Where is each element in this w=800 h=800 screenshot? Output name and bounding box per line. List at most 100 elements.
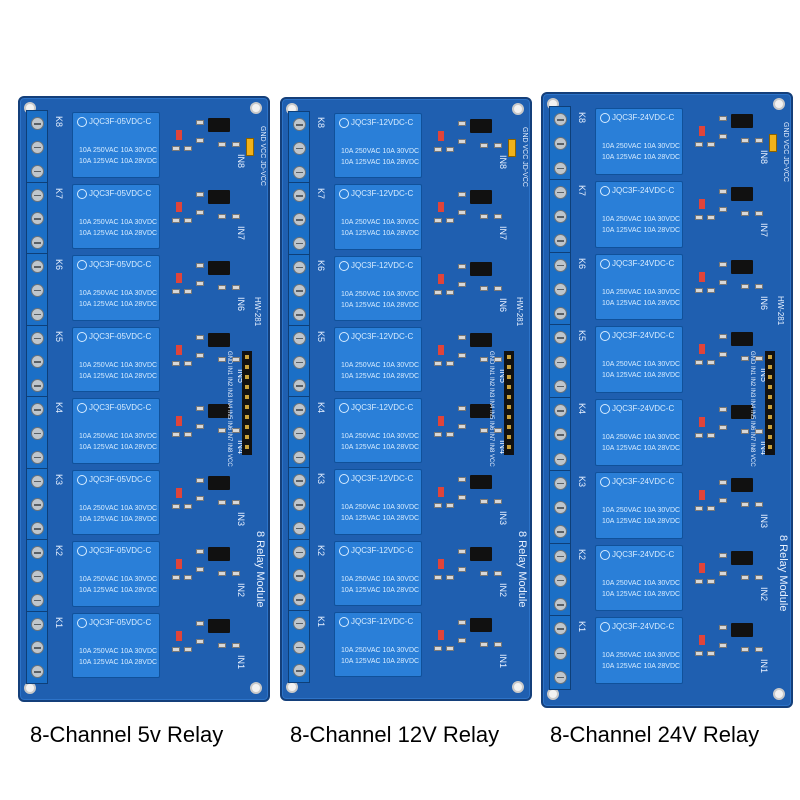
terminal-label: K4 [54, 402, 64, 414]
screw-icon [554, 307, 567, 320]
smd-component [196, 334, 204, 340]
screw-icon [31, 283, 44, 297]
screw-icon [554, 185, 567, 199]
relay-rating: 10A 250VAC 10A 30VDC [341, 219, 420, 227]
screw-icon [31, 140, 44, 154]
status-led [699, 198, 705, 209]
screw-icon [31, 665, 44, 679]
channel-label: IN7 [236, 225, 246, 240]
smd-component [196, 620, 204, 626]
smd-component [458, 210, 466, 216]
jd-vcc-jumper [769, 134, 777, 152]
relay-model: JQC3F-05VDC-C [89, 617, 152, 627]
status-led [699, 417, 705, 427]
smd-component [755, 356, 763, 362]
smd-component [446, 289, 454, 295]
relay-logo-icon [77, 546, 87, 556]
smd-component [218, 356, 226, 362]
relay-logo-icon [600, 258, 610, 269]
terminal-label: K4 [577, 403, 587, 415]
board-code: HW-281 [253, 296, 262, 326]
relay-model: JQC3F-24VDC-C [612, 622, 675, 632]
mounting-hole [773, 98, 785, 110]
smd-component [458, 121, 466, 126]
smd-component [719, 479, 727, 485]
smd-component [196, 477, 204, 483]
screw-icon [293, 141, 306, 155]
mounting-hole [512, 103, 524, 115]
smd-component [232, 642, 240, 648]
pin-header [504, 351, 514, 455]
optocoupler-chip [208, 118, 230, 132]
relay-rating: 10A 250VAC 10A 30VDC [602, 143, 681, 150]
terminal-label: K7 [54, 187, 64, 199]
smd-component [719, 570, 727, 576]
screw-icon [293, 474, 306, 488]
smd-component [232, 571, 240, 576]
screw-icon [293, 640, 306, 654]
relay-rating: 10A 250VAC 10A 30VDC [602, 652, 681, 660]
smd-component [196, 138, 204, 143]
relay-rating: 10A 125VAC 10A 28VDC [341, 515, 420, 523]
screw-icon [31, 379, 44, 393]
smd-component [172, 503, 180, 509]
smd-component [494, 143, 502, 148]
status-led [699, 489, 705, 500]
relay-rating: 10A 250VAC 10A 30VDC [341, 290, 420, 298]
smd-component [755, 574, 763, 580]
module-title: 8 Relay Module [254, 531, 266, 608]
relay-rating: 10A 125VAC 10A 28VDC [79, 229, 158, 237]
relay-logo-icon [77, 260, 87, 270]
smd-component [480, 285, 488, 291]
channel-label: IN3 [498, 511, 508, 526]
relay-model: JQC3F-12VDC-C [351, 260, 414, 270]
jumper-label: GND VCC JD-VCC [259, 126, 266, 186]
relay-logo-icon [339, 474, 349, 485]
relay-model: JQC3F-05VDC-C [89, 188, 152, 198]
optocoupler-chip [470, 475, 492, 490]
relay-model: JQC3F-24VDC-C [612, 258, 675, 268]
terminal-label: K5 [577, 330, 587, 342]
smd-component [458, 548, 466, 554]
smd-component [707, 505, 715, 511]
smd-component [719, 497, 727, 503]
smd-component [741, 574, 749, 580]
relay-rating: 10A 125VAC 10A 28VDC [341, 372, 420, 380]
relay-rating: 10A 250VAC 10A 30VDC [79, 218, 158, 226]
relay-model: JQC3F-12VDC-C [351, 616, 414, 626]
optocoupler-chip [470, 332, 492, 347]
screw-icon [31, 236, 44, 250]
relay-model: JQC3F-12VDC-C [351, 474, 414, 484]
screw-icon [293, 403, 306, 416]
relay-rating: 10A 250VAC 10A 30VDC [79, 433, 158, 440]
pin-header [242, 350, 252, 455]
board-code: HW-281 [776, 295, 785, 326]
optocoupler-chip [731, 332, 753, 347]
screw-icon [31, 164, 44, 178]
channel-label: IN7 [759, 222, 769, 237]
screw-icon [31, 450, 44, 464]
status-led [176, 201, 182, 212]
smd-component [172, 646, 180, 652]
smd-component [719, 206, 727, 212]
smd-component [434, 360, 442, 366]
smd-component [480, 143, 488, 148]
channel-label: IN3 [759, 513, 769, 528]
smd-component [458, 263, 466, 269]
smd-component [172, 360, 180, 366]
terminal-label: K2 [54, 545, 64, 557]
channel-label: IN8 [498, 155, 508, 170]
channel-label: IN7 [498, 226, 508, 241]
screw-terminal [288, 609, 310, 683]
screw-icon [554, 137, 567, 151]
screw-icon [31, 403, 44, 416]
smd-component [232, 142, 240, 147]
relay-model: JQC3F-24VDC-C [612, 185, 675, 195]
